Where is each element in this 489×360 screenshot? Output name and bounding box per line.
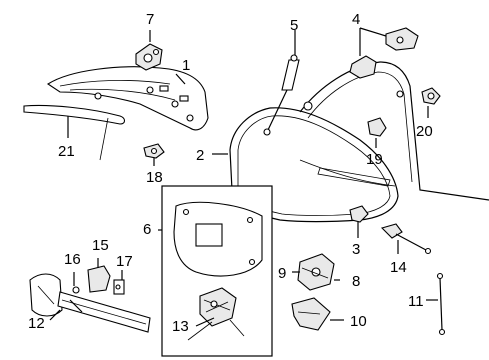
rod-14-part <box>380 223 432 255</box>
callout-18: 18 <box>146 169 163 186</box>
leader-13 <box>195 317 215 327</box>
callout-15: 15 <box>92 237 109 254</box>
callout-9: 9 <box>278 265 286 282</box>
callout-19: 19 <box>366 151 383 168</box>
callout-13: 13 <box>172 318 189 335</box>
striker-19-part <box>367 117 387 148</box>
hinge-4-part <box>349 27 419 79</box>
callout-17: 17 <box>116 253 133 270</box>
callout-10: 10 <box>350 313 367 330</box>
gas-strut-part <box>263 30 300 136</box>
callout-7: 7 <box>146 11 154 28</box>
callout-3: 3 <box>352 241 360 258</box>
callout-20: 20 <box>416 123 433 140</box>
callout-6: 6 <box>143 221 151 238</box>
callout-14: 14 <box>390 259 407 276</box>
callout-1: 1 <box>182 57 190 74</box>
cable-11-part <box>426 272 446 336</box>
callout-21: 21 <box>58 143 75 160</box>
callout-12: 12 <box>28 315 45 332</box>
callout-16: 16 <box>64 251 81 268</box>
clip-18-part <box>143 143 165 166</box>
callout-11: 11 <box>408 293 424 310</box>
cover-10-part <box>291 297 344 331</box>
weatherstrip-bar-part <box>23 104 126 161</box>
body-opening-part <box>299 61 489 201</box>
bumper-20-part <box>421 87 441 118</box>
callout-2: 2 <box>196 147 204 164</box>
callout-8: 8 <box>352 273 360 290</box>
weather-seal-part <box>212 107 399 223</box>
liftgate-panel-part <box>46 66 209 131</box>
fastener-3-part <box>349 205 369 238</box>
callout-5: 5 <box>290 17 298 34</box>
latch-8-9-part <box>292 253 340 291</box>
bracket-7-part <box>135 30 163 71</box>
callout-4: 4 <box>352 11 360 28</box>
inset-box-6 <box>158 185 273 357</box>
lower-assembly-part <box>29 258 151 333</box>
